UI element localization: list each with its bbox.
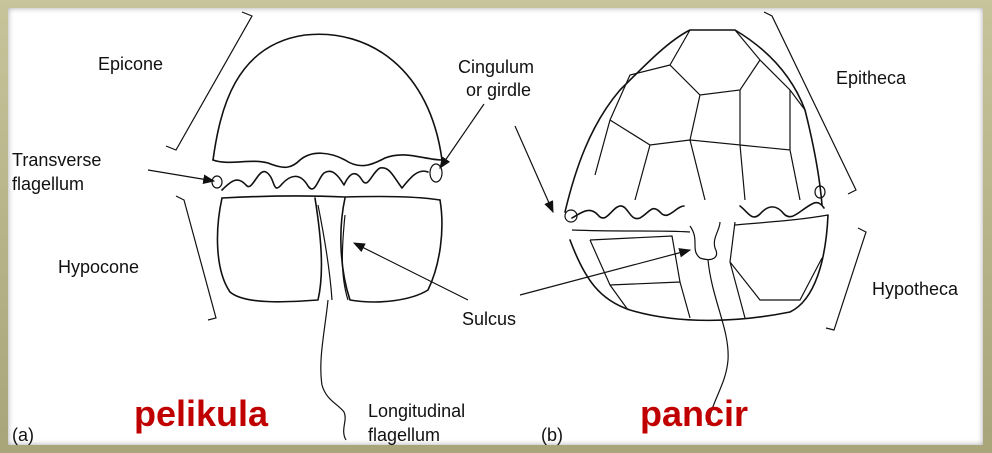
longitudinal-flagellum-left xyxy=(321,300,346,440)
label-transverse-2: flagellum xyxy=(12,174,84,194)
cingulum-wave-right xyxy=(572,203,824,219)
label-hypotheca: Hypotheca xyxy=(872,279,959,299)
sulcus-notch xyxy=(690,222,720,260)
arrow-cingulum-right xyxy=(515,126,553,212)
label-longitudinal-1: Longitudinal xyxy=(368,401,465,421)
cingulum-wave xyxy=(222,168,428,190)
cingulum-upper-edge xyxy=(213,153,442,167)
label-longitudinal-2: flagellum xyxy=(368,425,440,445)
caption-pancir: pancir xyxy=(640,393,748,434)
epicone-bracket xyxy=(166,12,252,150)
hypotheca-bracket xyxy=(826,228,866,330)
label-cingulum-2: or girdle xyxy=(466,80,531,100)
label-epitheca: Epitheca xyxy=(836,68,907,88)
epitheca-plates xyxy=(595,30,805,200)
hypocone-left-lobe xyxy=(217,198,321,302)
arrow-cingulum-left xyxy=(440,104,484,168)
hypotheca-plates xyxy=(590,222,822,318)
hypocone-right-lobe xyxy=(341,198,442,302)
label-cingulum-1: Cingulum xyxy=(458,57,534,77)
girdle-edge xyxy=(222,196,440,200)
right-cell xyxy=(565,30,828,425)
hypocone-bracket xyxy=(176,196,216,320)
epicone-shape xyxy=(213,34,442,160)
label-transverse-1: Transverse xyxy=(12,150,101,170)
epitheca-outline xyxy=(565,30,822,212)
label-hypocone: Hypocone xyxy=(58,257,139,277)
cingulum-lower-edge xyxy=(572,215,828,232)
epitheca-bracket xyxy=(764,12,856,194)
label-panel-b: (b) xyxy=(541,425,563,445)
label-panel-a: (a) xyxy=(12,425,34,445)
transverse-flagellum-loop xyxy=(212,176,222,188)
arrow-sulcus-left xyxy=(354,243,468,300)
left-cell xyxy=(212,34,442,440)
label-epicone: Epicone xyxy=(98,54,163,74)
caption-pelikula: pelikula xyxy=(134,393,269,434)
arrow-sulcus-right xyxy=(520,250,690,295)
arrow-transverse xyxy=(148,170,214,181)
label-sulcus: Sulcus xyxy=(462,309,516,329)
